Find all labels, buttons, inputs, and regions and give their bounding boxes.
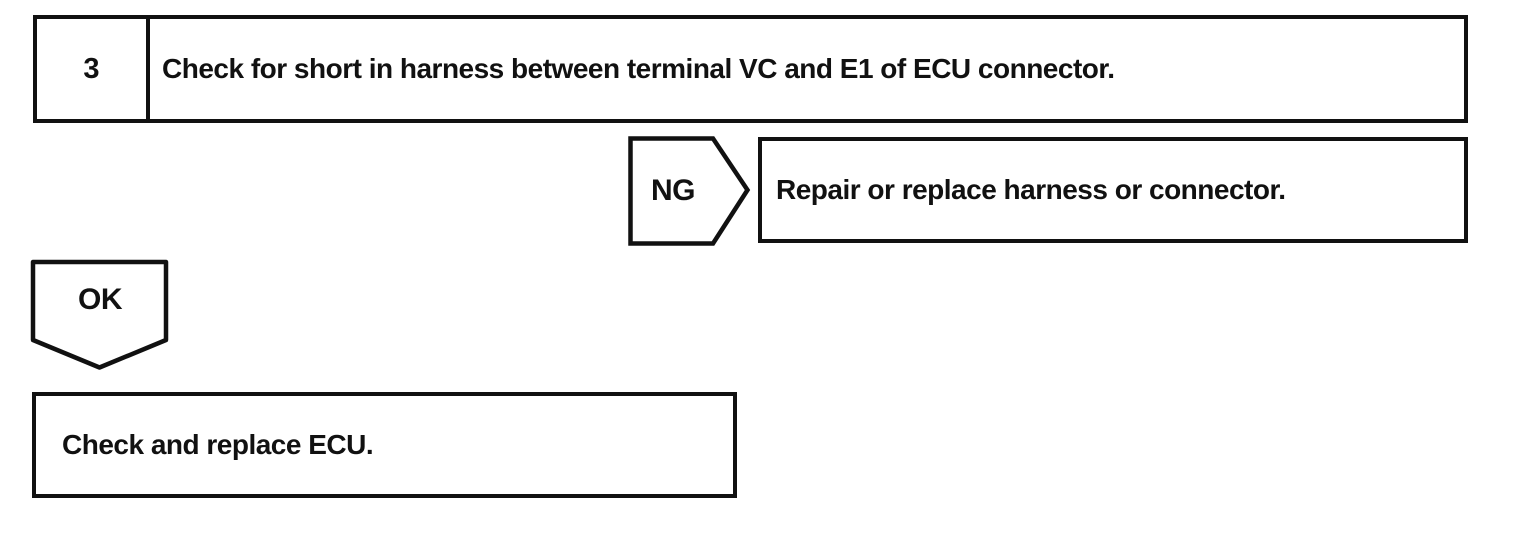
step-number: 3 [37,19,150,119]
step-instruction: Check for short in harness between termi… [162,53,1115,84]
ok-connector-shape [30,259,169,370]
ng-action-text: Repair or replace harness or connector. [776,174,1286,205]
result-text: Check and replace ECU. [62,429,374,460]
ng-label: NG [651,174,696,207]
step-box: 3 Check for short in harness between ter… [33,15,1468,123]
ok-label: OK [78,283,123,316]
result-box: Check and replace ECU. [32,392,737,498]
ng-action-box: Repair or replace harness or connector. [758,137,1468,243]
ng-connector-shape [628,136,751,246]
